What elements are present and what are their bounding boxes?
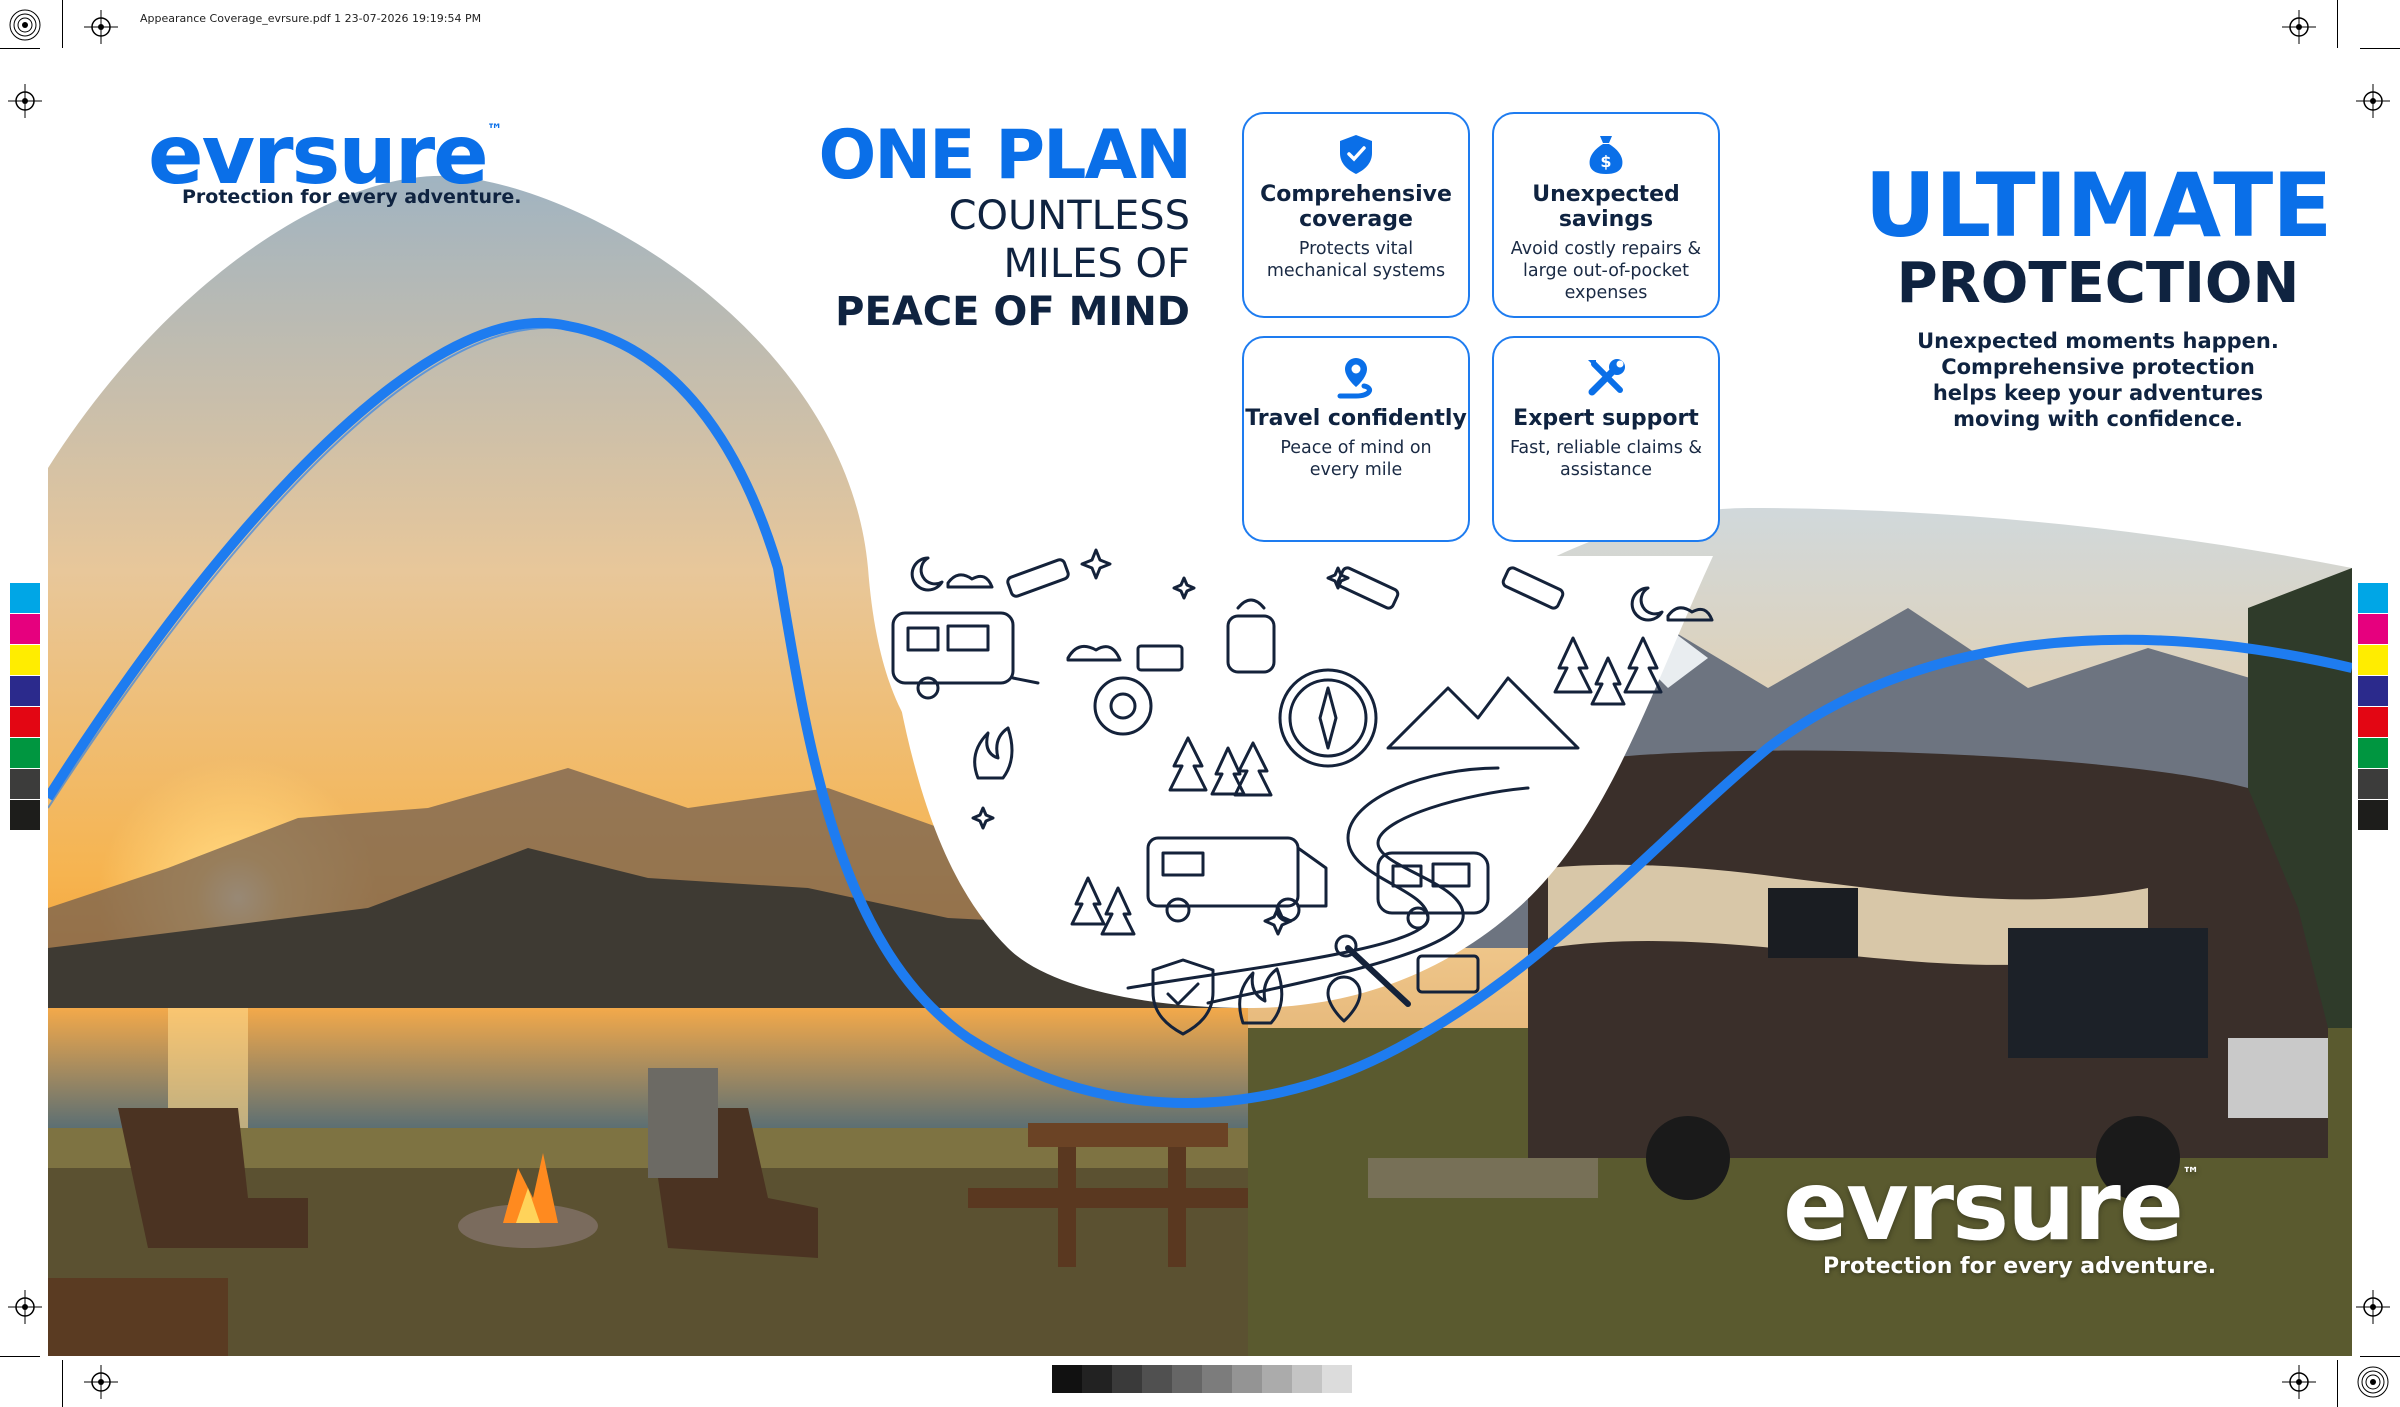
crop-mark	[0, 1356, 40, 1357]
trademark-symbol: ™	[2181, 1164, 2200, 1185]
trademark-symbol: ™	[486, 120, 503, 139]
file-slug: Appearance Coverage_evrsure.pdf 1 23-07-…	[140, 12, 482, 25]
feature-card-travel: Travel confidently Peace of mind on ever…	[1242, 336, 1470, 542]
brand-logo-top: evrsure™	[148, 108, 503, 203]
feature-card-coverage: Comprehensive coverage Protects vital me…	[1242, 112, 1470, 318]
crop-mark	[0, 48, 40, 49]
crosshair-mark-icon	[8, 84, 42, 118]
card-description: Avoid costly repairs & large out-of-pock…	[1510, 239, 1702, 303]
crosshair-mark-icon	[8, 1290, 42, 1324]
gray-step-bar	[1052, 1365, 1352, 1393]
headline-countless: COUNTLESS	[948, 193, 1190, 239]
crop-mark	[2337, 1360, 2338, 1407]
svg-text:$: $	[1600, 152, 1611, 171]
registration-target-icon	[2357, 1366, 2389, 1398]
lantern-doodle-icon	[1226, 598, 1276, 674]
brand-logo-text: evrsure	[1783, 1150, 2184, 1262]
map-pin-route-icon	[1337, 358, 1373, 399]
crosshair-mark-icon	[2282, 1365, 2316, 1399]
crosshair-mark-icon	[84, 1365, 118, 1399]
headline-peace-of-mind: PEACE OF MIND	[835, 289, 1190, 335]
crop-mark	[2360, 48, 2400, 49]
color-bar-left	[10, 583, 40, 831]
compass-doodle-icon	[1278, 668, 1378, 768]
doodle-panel	[878, 556, 1713, 1008]
crop-mark	[2360, 1356, 2400, 1357]
brand-logo-text: evrsure	[148, 108, 489, 203]
crop-mark	[2337, 0, 2338, 48]
money-bag-icon: $	[1589, 136, 1623, 174]
headline-one-plan: ONE PLAN	[818, 116, 1192, 195]
headline-miles-of: MILES OF	[1003, 241, 1190, 287]
card-title: Comprehensive coverage	[1260, 182, 1452, 232]
crosshair-mark-icon	[2282, 10, 2316, 44]
card-description: Fast, reliable claims & assistance	[1509, 438, 1703, 480]
headline-ultimate: ULTIMATE	[1864, 154, 2333, 257]
brochure-artwork: evrsure™ Protection for every adventure.…	[48, 48, 2352, 1356]
crop-mark	[62, 1360, 63, 1407]
background-scene	[48, 175, 2352, 1356]
crosshair-mark-icon	[2356, 1290, 2390, 1324]
brand-tagline-bottom: Protection for every adventure.	[1823, 1254, 2217, 1279]
card-description: Protects vital mechanical systems	[1266, 239, 1446, 281]
headline-protection: PROTECTION	[1896, 251, 2300, 316]
card-title: Travel confidently	[1245, 406, 1467, 431]
motorhome-doodle-icon	[1146, 836, 1328, 923]
travel-trailer-doodle-icon	[1376, 851, 1490, 930]
headline-right: ULTIMATE PROTECTION Unexpected moments h…	[1808, 160, 2352, 432]
headline-left: ONE PLAN COUNTLESS MILES OF PEACE OF MIN…	[818, 116, 1192, 336]
travel-doodles	[891, 548, 1714, 1036]
card-title: Unexpected savings	[1532, 182, 1680, 232]
card-title: Expert support	[1513, 406, 1699, 431]
camper-trailer-doodle-icon	[891, 611, 1040, 700]
color-bar-right	[2358, 583, 2388, 831]
tools-icon	[1588, 359, 1625, 396]
brand-tagline-top: Protection for every adventure.	[182, 186, 522, 208]
feature-card-support: Expert support Fast, reliable claims & a…	[1492, 336, 1720, 542]
feature-card-savings: $ Unexpected savings Avoid costly repair…	[1492, 112, 1720, 318]
shield-check-icon	[1340, 135, 1372, 174]
crosshair-mark-icon	[2356, 84, 2390, 118]
crop-mark	[62, 0, 63, 48]
headline-body: Unexpected moments happen. Comprehensive…	[1917, 329, 2279, 431]
blue-swoosh-line	[48, 318, 2352, 1108]
card-description: Peace of mind on every mile	[1280, 438, 1432, 480]
registration-target-icon	[9, 9, 41, 41]
brand-logo-bottom: evrsure™	[1783, 1150, 2200, 1262]
crosshair-mark-icon	[84, 10, 118, 44]
